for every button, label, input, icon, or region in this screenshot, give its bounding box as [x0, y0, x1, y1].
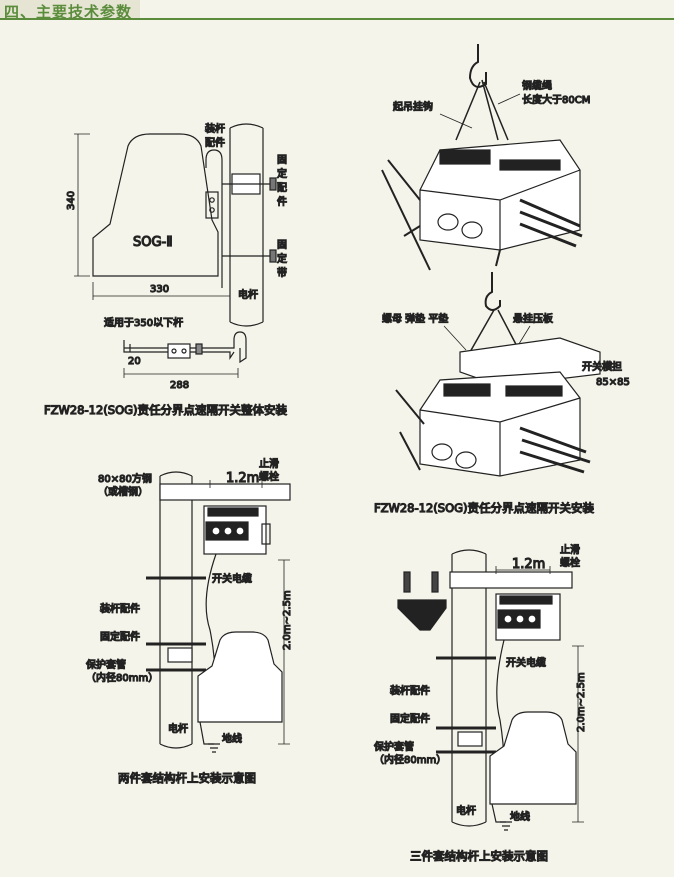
fig4-label-pole: 电杆	[456, 804, 476, 817]
fig4-label-tube-dia: （内径80mm）	[374, 753, 446, 766]
fig4-crossarm	[449, 571, 573, 589]
svg-text:定: 定	[277, 167, 287, 180]
fig2-upper-switch-body	[381, 139, 583, 271]
fig1-model-label: SOG-Ⅱ	[133, 235, 173, 250]
fig1-dim-20-label: 20	[128, 356, 141, 367]
fig4-label-cable: 开关电缆	[506, 656, 546, 669]
fig1-dim-288-label: 288	[170, 380, 189, 391]
svg-text:固: 固	[277, 154, 287, 166]
section-title: 四、主要技术参数	[4, 3, 133, 21]
fig4-three-piece-install: 1.2m 止滑 螺栓 开关电缆 装杆配件 固定配件 保护套管 （内径80mm）	[373, 543, 587, 863]
fig1-band-bolt	[269, 249, 277, 263]
fig2-label-hook: 起吊挂钩	[393, 100, 433, 113]
section-header: 四、主要技术参数	[0, 0, 674, 22]
fig4-dim-height	[572, 645, 584, 823]
fig1-dim-width-label: 330	[150, 284, 169, 295]
fig1-hook	[205, 149, 223, 288]
fig2-label-arm-size: 85×85	[596, 377, 630, 388]
fig2-lower-hook	[484, 272, 501, 311]
fig3-dim-height-label: 2.0m~2.5m	[282, 590, 293, 650]
fig4-insulators	[397, 571, 447, 631]
fig3-label-stop-bolt-2: 螺栓	[259, 470, 279, 483]
fig3-label-tube-dia: （内径80mm）	[86, 671, 158, 684]
fig3-crossarm	[159, 483, 291, 501]
fig4-switch	[495, 593, 561, 641]
fig2-label-rope-len: 长度大于80CM	[522, 93, 590, 106]
fig4-fixing-fitting	[457, 731, 483, 747]
fig1-label-pole: 电杆	[238, 288, 258, 301]
fig4-dim-span	[495, 566, 551, 574]
fig3-pole	[159, 471, 193, 749]
fig3-dim-span-label: 1.2m	[226, 471, 259, 486]
fig3-label-pole-fitting: 装杆配件	[100, 602, 140, 615]
fig4-label-tube: 保护套管	[374, 740, 414, 753]
fig2-label-nut: 螺母 弹垫 平垫	[382, 312, 448, 325]
fig3-label-fixing: 固定配件	[100, 630, 140, 643]
fig3-caption: 两件套结构杆上安装示意图	[118, 771, 256, 785]
fig3-label-steel: 80×80方钢	[98, 472, 152, 485]
technical-diagrams: SOG-Ⅱ 340 330 装杆 配件 固定 配件 固定 带	[43, 44, 630, 864]
fig2-wire-rope	[455, 79, 509, 141]
fig4-controller	[489, 711, 577, 805]
fig1-bracket-plate	[167, 343, 191, 359]
fig1-fixing-bolt	[269, 177, 277, 191]
fig2-label-plate: 悬挂压板	[513, 312, 553, 325]
fig4-dim-span-label: 1.2m	[512, 557, 545, 572]
fig1-dim-height	[74, 133, 90, 277]
fig1-bracket	[123, 331, 247, 364]
fig3-label-stop-bolt-1: 止滑	[259, 458, 279, 470]
header-bar	[0, 0, 140, 18]
fig4-label-pole-fitting: 装杆配件	[390, 684, 430, 697]
svg-text:带: 带	[277, 267, 287, 279]
fig2-label-arm: 开关横担	[582, 360, 622, 373]
fig3-ground-wire	[199, 721, 214, 745]
fig1-caption: FZW28-12(SOG)责任分界点速隔开关整体安装	[44, 403, 288, 417]
fig3-label-ground: 地线	[222, 732, 242, 745]
fig1-dim-height-label: 340	[66, 191, 77, 210]
fig3-label-tube: 保护套管	[86, 658, 126, 671]
svg-text:配: 配	[277, 182, 287, 194]
svg-text:定: 定	[277, 252, 287, 265]
header-rule	[0, 18, 674, 20]
fig1-label-fixing-band: 固定 带	[276, 238, 287, 279]
fig1-dim-width	[92, 282, 231, 300]
fig3-label-pole: 电杆	[168, 722, 188, 735]
fig1-dim-288	[123, 368, 239, 378]
fig3-controller	[197, 631, 283, 723]
fig3-two-piece-install: 80×80方钢 （或槽钢） 1.2m 止滑 螺栓 开关电缆 装杆配件 固定配件 …	[85, 457, 293, 785]
fig2-lower-switch-body	[395, 371, 591, 477]
svg-text:固: 固	[277, 239, 287, 251]
fig4-label-ground: 地线	[510, 810, 530, 823]
svg-text:件: 件	[277, 196, 287, 208]
fig3-label-channel: （或槽钢）	[98, 485, 148, 498]
fig1-mount-plate	[205, 191, 219, 219]
fig1-controller-install: SOG-Ⅱ 340 330 装杆 配件 固定 配件 固定 带	[43, 121, 288, 417]
fig4-pole	[451, 549, 487, 827]
fig4-ground-wire	[491, 803, 506, 823]
fig4-label-fixing: 固定配件	[390, 712, 430, 725]
fig2-switch-arm	[459, 337, 601, 387]
fig2-lifting-hook	[468, 44, 487, 88]
fig1-label-pole-fitting-2: 配件	[205, 137, 225, 149]
fig4-dim-height-label: 2.0m~2.5m	[576, 672, 587, 732]
fig2-caption: FZW28-12(SOG)责任分界点速隔开关安装	[374, 501, 595, 515]
fig2-switch-install: 起吊挂钩 钢缆绳 长度大于80CM 螺母 弹垫 平垫 悬挂压板	[373, 44, 630, 516]
fig4-label-stop-bolt-1: 止滑	[560, 544, 580, 556]
fig1-note: 适用于350以下杆	[104, 317, 183, 329]
fig2-label-rope: 钢缆绳	[522, 79, 552, 92]
fig1-label-fixing-fitting: 固定 配件	[276, 153, 287, 208]
fig3-label-cable: 开关电缆	[212, 572, 252, 585]
fig1-label-pole-fitting-1: 装杆	[205, 122, 225, 135]
fig3-fixing-fitting	[167, 647, 193, 663]
fig4-label-stop-bolt-2: 螺栓	[560, 556, 580, 569]
fig3-dim-span	[209, 480, 263, 488]
fig3-dim-height	[278, 559, 290, 745]
fig1-pole	[229, 123, 264, 327]
fig3-switch	[203, 505, 271, 555]
fig1-controller-box	[92, 133, 219, 277]
fig4-caption: 三件套结构杆上安装示意图	[410, 849, 548, 863]
